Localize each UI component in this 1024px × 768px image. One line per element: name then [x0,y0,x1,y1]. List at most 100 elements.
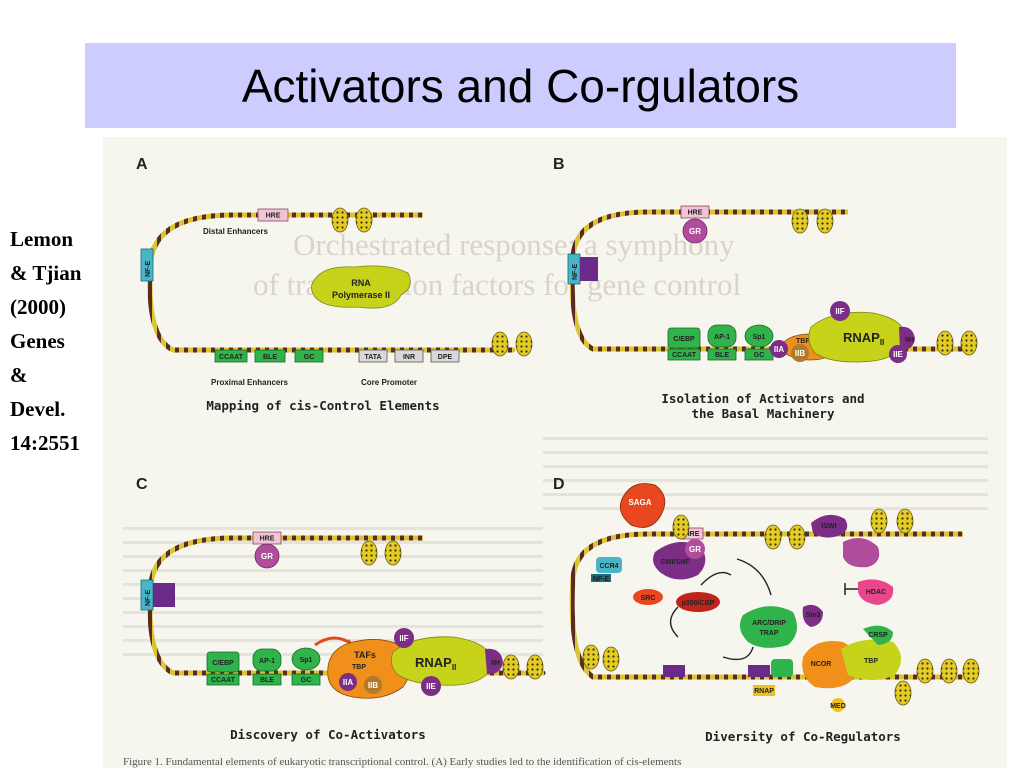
panel-a: A HRE Distal Enhancers NF-E RNA Polymera… [136,156,533,413]
nucleosome [916,658,934,684]
tata-box [358,349,388,363]
rna-polymerase-ii [311,265,411,309]
panel-letter: A [136,156,148,173]
crsp-complex [863,625,893,645]
iih-label: IIH [491,660,500,667]
core-promoter-label: Core Promoter [361,378,417,387]
tbp-label: TBP [796,338,810,345]
gr-label: GR [261,552,273,561]
citation-line: & Tjian [10,261,82,285]
nucleosome [870,508,888,534]
nfe-label: NF-E [593,576,610,583]
ble-label: BLE [263,354,277,361]
iib-label: IIB [368,681,378,690]
ap1-activator [252,648,282,672]
hdac-label: HDAC [866,589,886,596]
gc-label: GC [754,352,765,359]
panel-letter: C [136,476,148,493]
cebp-activator [667,327,701,349]
ap1-activator [707,324,737,348]
hre-label: HRE [688,210,703,217]
hre-label: HRE [685,531,700,538]
iib-label: IIB [795,349,805,358]
nucleosome [502,654,520,680]
figure-image: Orchestrated response: a symphony of tra… [103,137,1007,768]
ccaat-box [206,673,240,686]
ccr4-complex [596,557,622,573]
tbp-label: TBP [352,664,366,671]
nfe-element [591,574,611,582]
ble-box [252,673,282,686]
rna-polymerase-ii [841,639,902,680]
iie-label: IIE [426,682,436,691]
interaction-arrow [722,646,754,661]
nucleosome [331,207,349,233]
distal-enhancers-label: Distal Enhancers [203,227,268,236]
gr-label: GR [689,545,701,554]
background-text-lines [123,437,988,656]
gc-box [291,673,321,686]
gr-label: GR [689,227,701,236]
corepressor-complex [843,538,880,568]
activator [771,659,793,677]
iib-factor [791,344,809,362]
rnap-label: RNAPII [843,330,884,347]
nucleosome [515,331,533,357]
crsp-label: CRSP [868,632,888,639]
nucleosome [360,540,378,566]
hre-label: HRE [266,213,281,220]
tafs-label: TAFs [354,650,376,660]
panel-caption: Isolation of Activators and [661,391,864,406]
nucleosome [816,208,834,234]
med-label: RNAP [754,688,774,695]
panel-b: B HRE GR NF-E C/EBP CCAAT AP-1 BLE Sp1 G… [553,156,978,421]
sp1-label: Sp1 [300,657,313,664]
dna-strand [569,531,968,680]
saga-label: SAGA [628,498,651,507]
inr-label: INR [403,354,415,361]
hre-element [257,208,289,222]
cebp-activator [206,651,240,673]
tbp-label: NCOR [811,661,832,668]
panel-caption: the Basal Machinery [692,406,835,421]
nucleosome [384,540,402,566]
nucleosome [764,524,782,550]
iswi-complex [811,514,848,538]
iih-factor [485,648,503,675]
nfe-label: NF-E [145,260,152,277]
ccr4-label: CCR4 [599,563,618,570]
ccaat-box [214,349,248,363]
citation-line: Devel. [10,397,66,421]
nucleosome [960,330,978,356]
citation-line: (2000) [10,295,66,319]
mot-label: MED [830,703,846,710]
slide-title: Activators and Co-rgulators [241,59,800,112]
trap-label: TRAP [759,630,778,637]
citation-line: Lemon [10,227,73,251]
citation: Lemon & Tjian (2000) Genes & Devel. 14:2… [10,222,110,460]
swi-snf-label: SWI/SNF [660,559,690,566]
nucleosome [602,646,620,672]
nucleosome [788,524,806,550]
gr-factor [685,539,705,559]
iib-factor [364,676,382,694]
iswi-label: ISWI [821,523,836,530]
gr-factor [682,218,708,244]
iif-label: IIF [835,307,844,316]
nucleosome [940,658,958,684]
mediator-complex [739,606,797,648]
nfe-binding-factor [153,583,175,607]
nucleosome [791,208,809,234]
iif-label: IIF [399,634,408,643]
iie-factor [421,676,441,696]
inr-box [394,349,424,363]
med-factor [753,685,775,696]
src-coactivator [633,589,663,605]
nfe-label: NF-E [145,589,152,606]
gr-factor [254,543,280,569]
rnap-label: TBP [864,658,878,665]
proximal-enhancers-label: Proximal Enhancers [211,378,288,387]
background-text: Orchestrated response: a symphony [293,227,735,262]
nucleosome [962,658,980,684]
ap1-label: AP-1 [714,334,730,341]
